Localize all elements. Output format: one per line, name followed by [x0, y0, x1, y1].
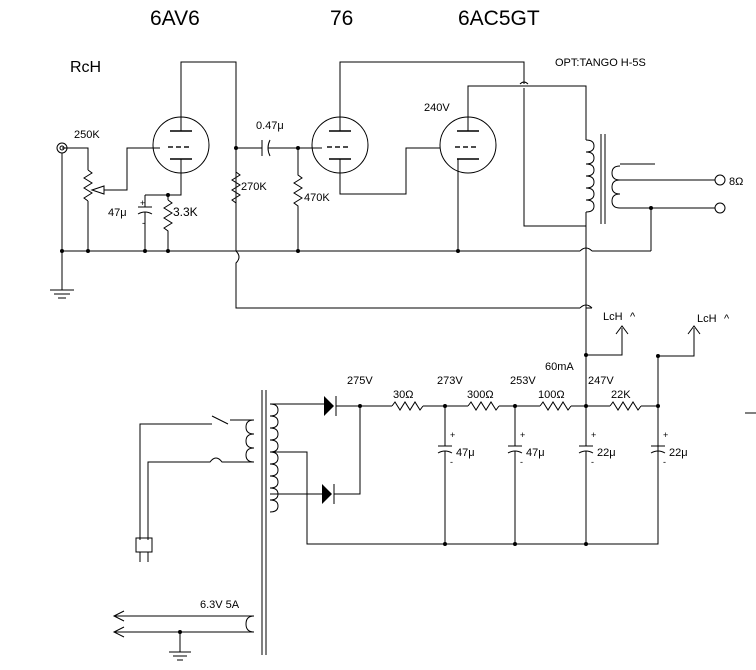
current-value: 60mA	[545, 361, 574, 373]
plate-res-value: 270K	[241, 181, 267, 193]
lch-arrow-a-icon	[615, 325, 629, 335]
v2-value: 253V	[510, 375, 536, 387]
tube2-label: 76	[330, 7, 353, 30]
coupling-cap-value: 0.47μ	[256, 120, 284, 132]
heater-label: 6.3V 5A	[200, 599, 240, 611]
rect-voltage: 275V	[347, 375, 373, 387]
cathode-cap-value: 47μ	[108, 207, 127, 219]
lch-label-b: LcH	[697, 313, 717, 325]
wiper-arrow-icon	[90, 185, 105, 195]
resistor-r1	[391, 401, 424, 411]
grid-resistor	[293, 148, 303, 251]
speaker-terminal-gnd	[714, 202, 726, 214]
c1-value: 47μ	[456, 447, 475, 459]
r2-value: 300Ω	[467, 389, 494, 401]
filter-cap-1	[437, 406, 453, 544]
opt-label: OPT:TANGO H-5S	[555, 57, 646, 69]
plate-resistor	[231, 171, 241, 204]
speaker-impedance: 8Ω	[729, 176, 743, 188]
tube2-plate-to-opt-wire	[523, 88, 586, 227]
tube1-plate-wire	[180, 61, 237, 251]
svg-text:-: -	[520, 457, 523, 467]
v3-value: 247V	[588, 375, 614, 387]
cathode-res-value: 3.3K	[173, 205, 198, 219]
speaker-terminal-hot	[714, 174, 726, 186]
svg-text:-: -	[450, 457, 453, 467]
volume-pot	[83, 169, 93, 202]
b-plus-return-wire	[235, 250, 592, 309]
tube1-label: 6AV6	[150, 7, 200, 30]
lch-tap-b	[657, 328, 695, 406]
v1-value: 273V	[437, 375, 463, 387]
svg-text:+: +	[140, 198, 145, 208]
filter-cap-3	[578, 406, 594, 544]
r3-value: 100Ω	[538, 389, 565, 401]
rectifier-diode-top	[324, 396, 337, 416]
plate-voltage: 240V	[424, 102, 450, 114]
power-transformer	[245, 390, 279, 655]
input-to-pot-wire	[62, 147, 89, 170]
lch-label-a: LcH	[603, 311, 623, 323]
svg-text:^: ^	[630, 311, 636, 323]
c2-value: 47μ	[526, 447, 545, 459]
heater-arrow-bottom-icon	[112, 626, 125, 638]
lch-arrow-b-icon	[687, 325, 701, 335]
mains-plug	[135, 537, 153, 553]
svg-text:-: -	[142, 218, 145, 228]
svg-text:+: +	[591, 430, 596, 440]
lch-tap-a	[585, 310, 623, 356]
c4-value: 22μ	[669, 447, 688, 459]
power-switch	[211, 415, 229, 425]
r1-value: 30Ω	[393, 389, 413, 401]
c3-value: 22μ	[597, 447, 616, 459]
tube1-cathode-wire	[167, 159, 182, 200]
resistor-r3	[539, 401, 572, 411]
output-transformer	[585, 134, 621, 224]
svg-text:-: -	[591, 457, 594, 467]
resistor-r4	[609, 401, 642, 411]
heater-arrow-top-icon	[112, 610, 125, 622]
resistor-r2	[467, 401, 500, 411]
filter-cap-4	[650, 406, 666, 544]
wiper-to-grid-wire	[104, 147, 160, 191]
svg-text:+: +	[450, 430, 455, 440]
tube3-label: 6AC5GT	[458, 7, 540, 30]
svg-text:+: +	[520, 430, 525, 440]
channel-label: RcH	[70, 59, 101, 76]
r4-value: 22K	[611, 389, 631, 401]
ground-symbol	[50, 289, 74, 299]
heater-ground-symbol	[169, 651, 191, 661]
cathode-capacitor	[137, 195, 153, 251]
grid-res-value: 470K	[304, 192, 330, 204]
pot-value: 250K	[74, 129, 100, 141]
tube2-to-tube3-wire	[339, 147, 440, 195]
svg-text:-: -	[663, 457, 666, 467]
filter-cap-2	[507, 406, 523, 544]
svg-text:^: ^	[724, 313, 730, 325]
tube3-plate-wire	[467, 85, 587, 140]
cathode-resistor	[163, 199, 173, 251]
tube2-plate-wire	[339, 61, 525, 131]
svg-text:+: +	[663, 430, 668, 440]
rectifier-diode-bottom	[322, 484, 335, 504]
